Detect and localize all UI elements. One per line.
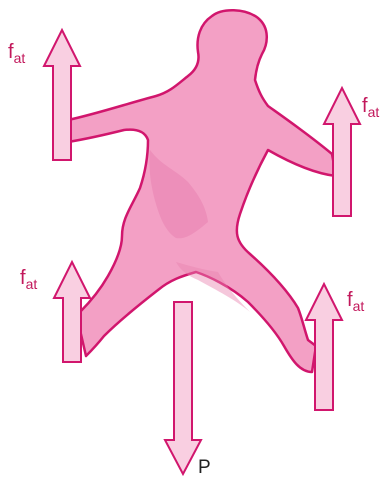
friction-label-bottom-right: fat — [347, 290, 364, 310]
friction-label-top-right: fat — [362, 96, 379, 116]
friction-symbol: f — [20, 267, 26, 289]
friction-subscript: at — [26, 276, 38, 292]
friction-symbol: f — [8, 41, 14, 63]
friction-subscript: at — [368, 104, 380, 120]
friction-symbol: f — [347, 289, 353, 311]
friction-subscript: at — [14, 50, 26, 66]
weight-label: P — [198, 458, 211, 477]
friction-label-top-left: fat — [8, 42, 25, 62]
weight-arrow — [165, 302, 201, 474]
friction-symbol: f — [362, 95, 368, 117]
friction-subscript: at — [353, 298, 365, 314]
climbing-child-silhouette — [68, 10, 336, 372]
friction-label-bottom-left: fat — [20, 268, 37, 288]
